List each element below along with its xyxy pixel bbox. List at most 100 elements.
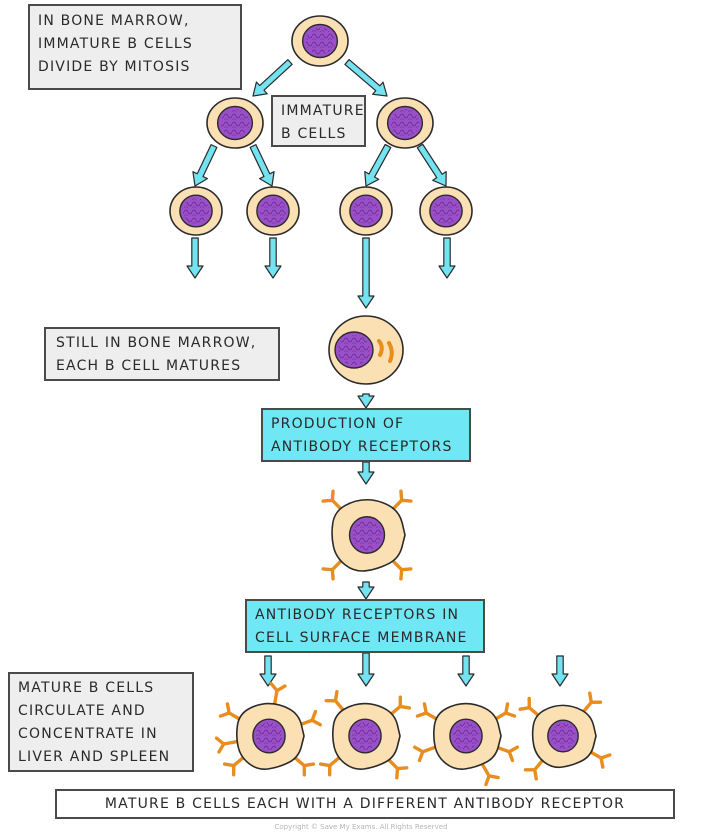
chromatin — [550, 723, 576, 749]
immature-b-cell — [291, 15, 349, 67]
copyright-notice: Copyright © Save My Exams. All Rights Re… — [274, 823, 448, 831]
antibody-receptor — [214, 736, 239, 754]
label-still-in-bone-marrow: STILL IN BONE MARROW, EACH B CELL MATURE… — [44, 327, 280, 381]
chromatin — [432, 198, 460, 224]
chromatin — [259, 198, 287, 224]
chromatin — [220, 109, 250, 137]
chromatin — [390, 109, 420, 137]
antibody-receptor — [324, 689, 346, 713]
label-line: CELL SURFACE MEMBRANE — [255, 630, 468, 646]
arrow — [252, 59, 293, 97]
organelle — [377, 339, 384, 357]
arrow — [357, 652, 375, 687]
mature-b-cell — [214, 681, 322, 777]
label-line: MATURE B CELLS — [18, 680, 155, 696]
antibody-receptor — [298, 709, 322, 727]
label-mitosis: IN BONE MARROW, IMMATURE B CELLS DIVIDE … — [28, 4, 242, 90]
immature-b-cell — [339, 186, 393, 236]
arrow — [438, 237, 456, 279]
immature-b-cell — [169, 186, 223, 236]
arrow — [357, 461, 375, 485]
chromatin — [255, 722, 283, 750]
chromatin — [352, 519, 382, 551]
chromatin — [351, 722, 379, 750]
antibody-receptor — [413, 745, 437, 763]
label-line: CONCENTRATE IN — [18, 726, 158, 742]
label-line: STILL IN BONE MARROW, — [56, 335, 257, 351]
antibody-receptor — [492, 702, 517, 722]
mature-b-cell — [518, 691, 612, 781]
label-receptors-in-membrane: ANTIBODY RECEPTORS IN CELL SURFACE MEMBR… — [245, 599, 485, 653]
arrow — [357, 581, 375, 600]
arrow-shape — [364, 143, 392, 187]
label-line: LIVER AND SPLEEN — [18, 749, 171, 765]
chromatin — [338, 335, 370, 365]
label-line: IN BONE MARROW, — [38, 13, 190, 29]
antibody-receptor — [218, 702, 243, 722]
antibody-receptor — [321, 489, 344, 512]
mature-b-cell — [413, 702, 519, 787]
arrow — [186, 237, 204, 279]
arrow-shape — [264, 237, 282, 279]
arrow — [416, 143, 447, 187]
label-production-of-receptors: PRODUCTION OF ANTIBODY RECEPTORS — [261, 408, 471, 462]
antibody-receptor — [222, 755, 246, 777]
arrow — [344, 58, 388, 97]
arrow-shape — [357, 461, 375, 485]
arrow — [551, 655, 569, 687]
antibody-receptor — [388, 695, 412, 717]
arrow-shape — [551, 655, 569, 687]
arrow — [364, 143, 392, 187]
antibody-receptor — [321, 558, 344, 581]
chromatin — [452, 722, 480, 750]
immature-b-cell — [206, 97, 264, 149]
arrow — [249, 144, 275, 187]
arrow-shape — [357, 652, 375, 687]
label-mature-circulate: MATURE B CELLS CIRCULATE AND CONCENTRATE… — [8, 672, 194, 772]
antibody-receptor — [480, 762, 500, 787]
arrow-shape — [252, 59, 293, 97]
antibody-receptor — [386, 757, 409, 780]
immature-b-cell — [376, 97, 434, 149]
arrows — [186, 58, 569, 687]
immature-b-cell — [419, 186, 473, 236]
label-line: ANTIBODY RECEPTORS — [271, 439, 453, 455]
antibody-receptor — [390, 558, 413, 581]
label-immature-b-cells: IMMATURE B CELLS — [271, 95, 366, 147]
label-line: EACH B CELL MATURES — [56, 358, 242, 374]
arrow-shape — [438, 237, 456, 279]
arrow-shape — [357, 237, 375, 309]
mature-b-cell — [321, 489, 413, 581]
arrow-shape — [186, 237, 204, 279]
label-line: PRODUCTION OF — [271, 416, 405, 432]
caption-box: MATURE B CELLS EACH WITH A DIFFERENT ANT… — [55, 789, 675, 819]
label-line: IMMATURE — [281, 103, 365, 119]
label-line: DIVIDE BY MITOSIS — [38, 59, 191, 75]
maturing-b-cell — [328, 315, 404, 385]
antibody-receptor — [588, 749, 612, 769]
label-line: IMMATURE B CELLS — [38, 36, 193, 52]
arrow-shape — [344, 58, 388, 97]
caption-text: MATURE B CELLS EACH WITH A DIFFERENT ANT… — [104, 796, 626, 812]
chromatin — [305, 27, 335, 55]
immature-b-cell — [246, 186, 300, 236]
arrow-shape — [457, 655, 475, 687]
arrow-shape — [357, 393, 375, 409]
arrow — [259, 655, 277, 687]
label-line: ANTIBODY RECEPTORS IN — [255, 607, 460, 623]
antibody-receptor — [292, 755, 316, 777]
mature-b-cell — [318, 689, 412, 780]
arrow-shape — [259, 655, 277, 687]
chromatin — [182, 198, 210, 224]
arrow — [357, 393, 375, 409]
antibody-receptor — [318, 755, 342, 777]
antibody-receptor — [518, 696, 541, 718]
antibody-receptor — [415, 702, 440, 722]
cells — [169, 15, 612, 787]
arrow-shape — [249, 144, 275, 187]
antibody-receptor — [495, 745, 519, 763]
arrow-shape — [357, 581, 375, 600]
arrow — [357, 237, 375, 309]
arrow-shape — [192, 144, 218, 187]
